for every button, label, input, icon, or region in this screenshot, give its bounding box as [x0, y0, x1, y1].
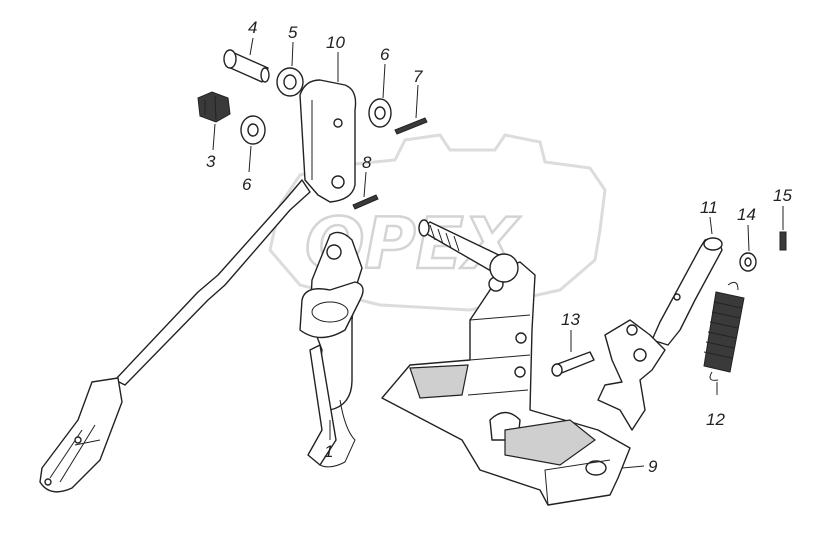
part-10-pedal-lever [39, 79, 357, 493]
label-10: 10 [326, 33, 345, 52]
label-6-right: 6 [380, 45, 390, 64]
part-15-pin [779, 231, 787, 251]
label-5: 5 [288, 23, 298, 42]
label-14: 14 [737, 205, 756, 224]
label-3: 3 [206, 152, 216, 171]
part-3-nut [197, 91, 231, 123]
part-7-cotter-pin [394, 117, 428, 135]
label-4: 4 [248, 18, 257, 37]
part-8-cotter-pin [352, 194, 379, 210]
label-6-left: 6 [242, 175, 252, 194]
part-14-washer [739, 252, 757, 272]
part-13-pin [551, 351, 595, 377]
part-6-washer-left [240, 115, 266, 145]
label-9: 9 [648, 457, 658, 476]
label-13: 13 [561, 310, 580, 329]
part-6-washer-right [368, 98, 392, 128]
part-4-pin [223, 49, 270, 83]
part-shaft [418, 219, 519, 283]
leader-lines [212, 37, 784, 469]
watermark-gear [268, 133, 607, 312]
part-12-spring [703, 281, 745, 381]
label-1: 1 [324, 442, 333, 461]
label-11: 11 [700, 198, 718, 217]
label-12: 12 [706, 410, 725, 429]
label-8: 8 [362, 153, 372, 172]
part-1-hook-lever [299, 231, 364, 468]
label-7: 7 [413, 67, 423, 86]
part-9-bracket [381, 261, 631, 506]
part-11-latch-lever [597, 237, 723, 431]
label-15: 15 [773, 186, 792, 205]
part-5-washer [276, 67, 304, 97]
